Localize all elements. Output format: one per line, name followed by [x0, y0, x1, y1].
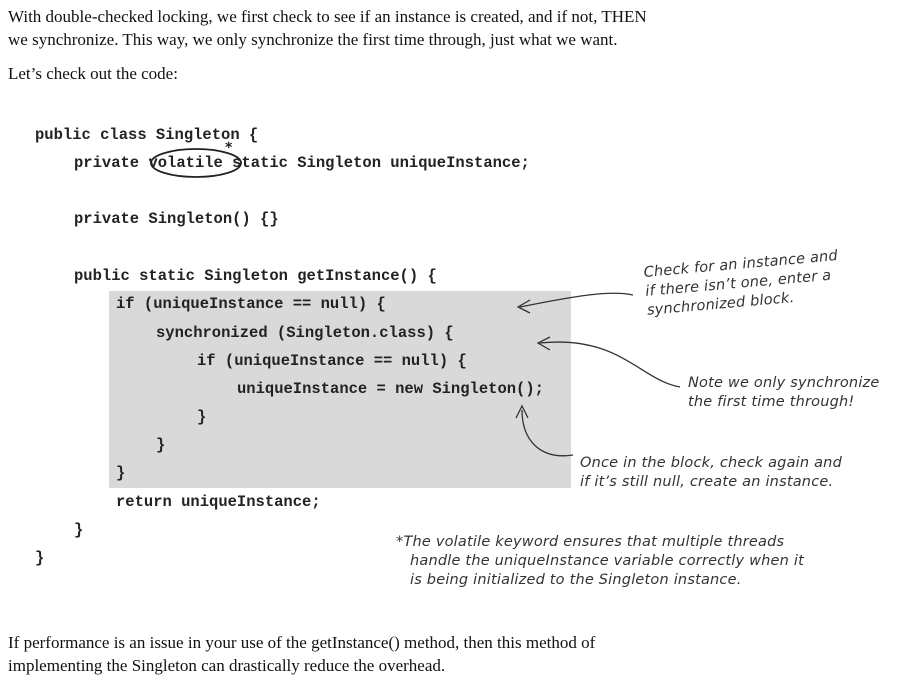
outro-line-1: If performance is an issue in your use o…	[8, 633, 596, 652]
annotation-note-line-1: Note we only synchronize	[688, 375, 880, 391]
code-line-class-decl: public class Singleton {	[35, 126, 259, 144]
annotation-once-line-2: if it’s still null, create an instance.	[580, 474, 834, 490]
code-field-rest: static Singleton uniqueInstance;	[232, 154, 530, 172]
volatile-star-marker: *	[225, 140, 233, 156]
highlighted-code-region	[109, 291, 571, 488]
intro-lead-in: Let’s check out the code:	[8, 64, 178, 83]
annotation-volatile-text-1: The volatile keyword ensures that multip…	[403, 534, 785, 550]
annotation-volatile-line-2: handle the uniqueInstance variable corre…	[410, 553, 804, 569]
annotation-volatile-explanation: *The volatile keyword ensures that multi…	[396, 533, 804, 590]
code-line-close-synchronized: }	[156, 436, 166, 454]
code-line-synchronized: synchronized (Singleton.class) {	[156, 324, 454, 342]
intro-line-1: With double-checked locking, we first ch…	[8, 7, 647, 26]
code-line-constructor: private Singleton() {}	[74, 210, 279, 228]
code-line-close-method: }	[74, 521, 84, 539]
annotation-check-again: Once in the block, check again and if it…	[580, 454, 842, 492]
code-line-field-decl: private volatile static Singleton unique…	[74, 153, 530, 173]
annotation-volatile-line-3: is being initialized to the Singleton in…	[410, 572, 742, 588]
code-line-close-inner-if: }	[197, 408, 207, 426]
annotation-once-line-1: Once in the block, check again and	[580, 455, 842, 471]
code-line-return: return uniqueInstance;	[116, 493, 321, 511]
code-line-method-decl: public static Singleton getInstance() {	[74, 267, 437, 285]
annotation-synchronize-once: Note we only synchronize the first time …	[688, 374, 879, 412]
code-line-close-class: }	[35, 549, 45, 567]
code-line-close-outer-if: }	[116, 464, 126, 482]
intro-line-2: we synchronize. This way, we only synchr…	[8, 30, 618, 49]
annotation-check-instance: Check for an instance and if there isn’t…	[643, 247, 842, 321]
code-line-inner-if: if (uniqueInstance == null) {	[197, 352, 467, 370]
annotation-volatile-star: *	[396, 534, 404, 550]
annotation-volatile-line-1: *The volatile keyword ensures that multi…	[396, 533, 804, 552]
code-keyword-private: private	[74, 154, 140, 172]
code-keyword-volatile: volatile	[148, 154, 223, 172]
annotation-note-line-2: the first time through!	[688, 394, 855, 410]
intro-paragraph: With double-checked locking, we first ch…	[8, 5, 708, 51]
code-line-outer-if: if (uniqueInstance == null) {	[116, 295, 386, 313]
outro-paragraph: If performance is an issue in your use o…	[8, 631, 708, 677]
outro-line-2: implementing the Singleton can drastical…	[8, 656, 446, 675]
code-line-assignment: uniqueInstance = new Singleton();	[237, 380, 544, 398]
